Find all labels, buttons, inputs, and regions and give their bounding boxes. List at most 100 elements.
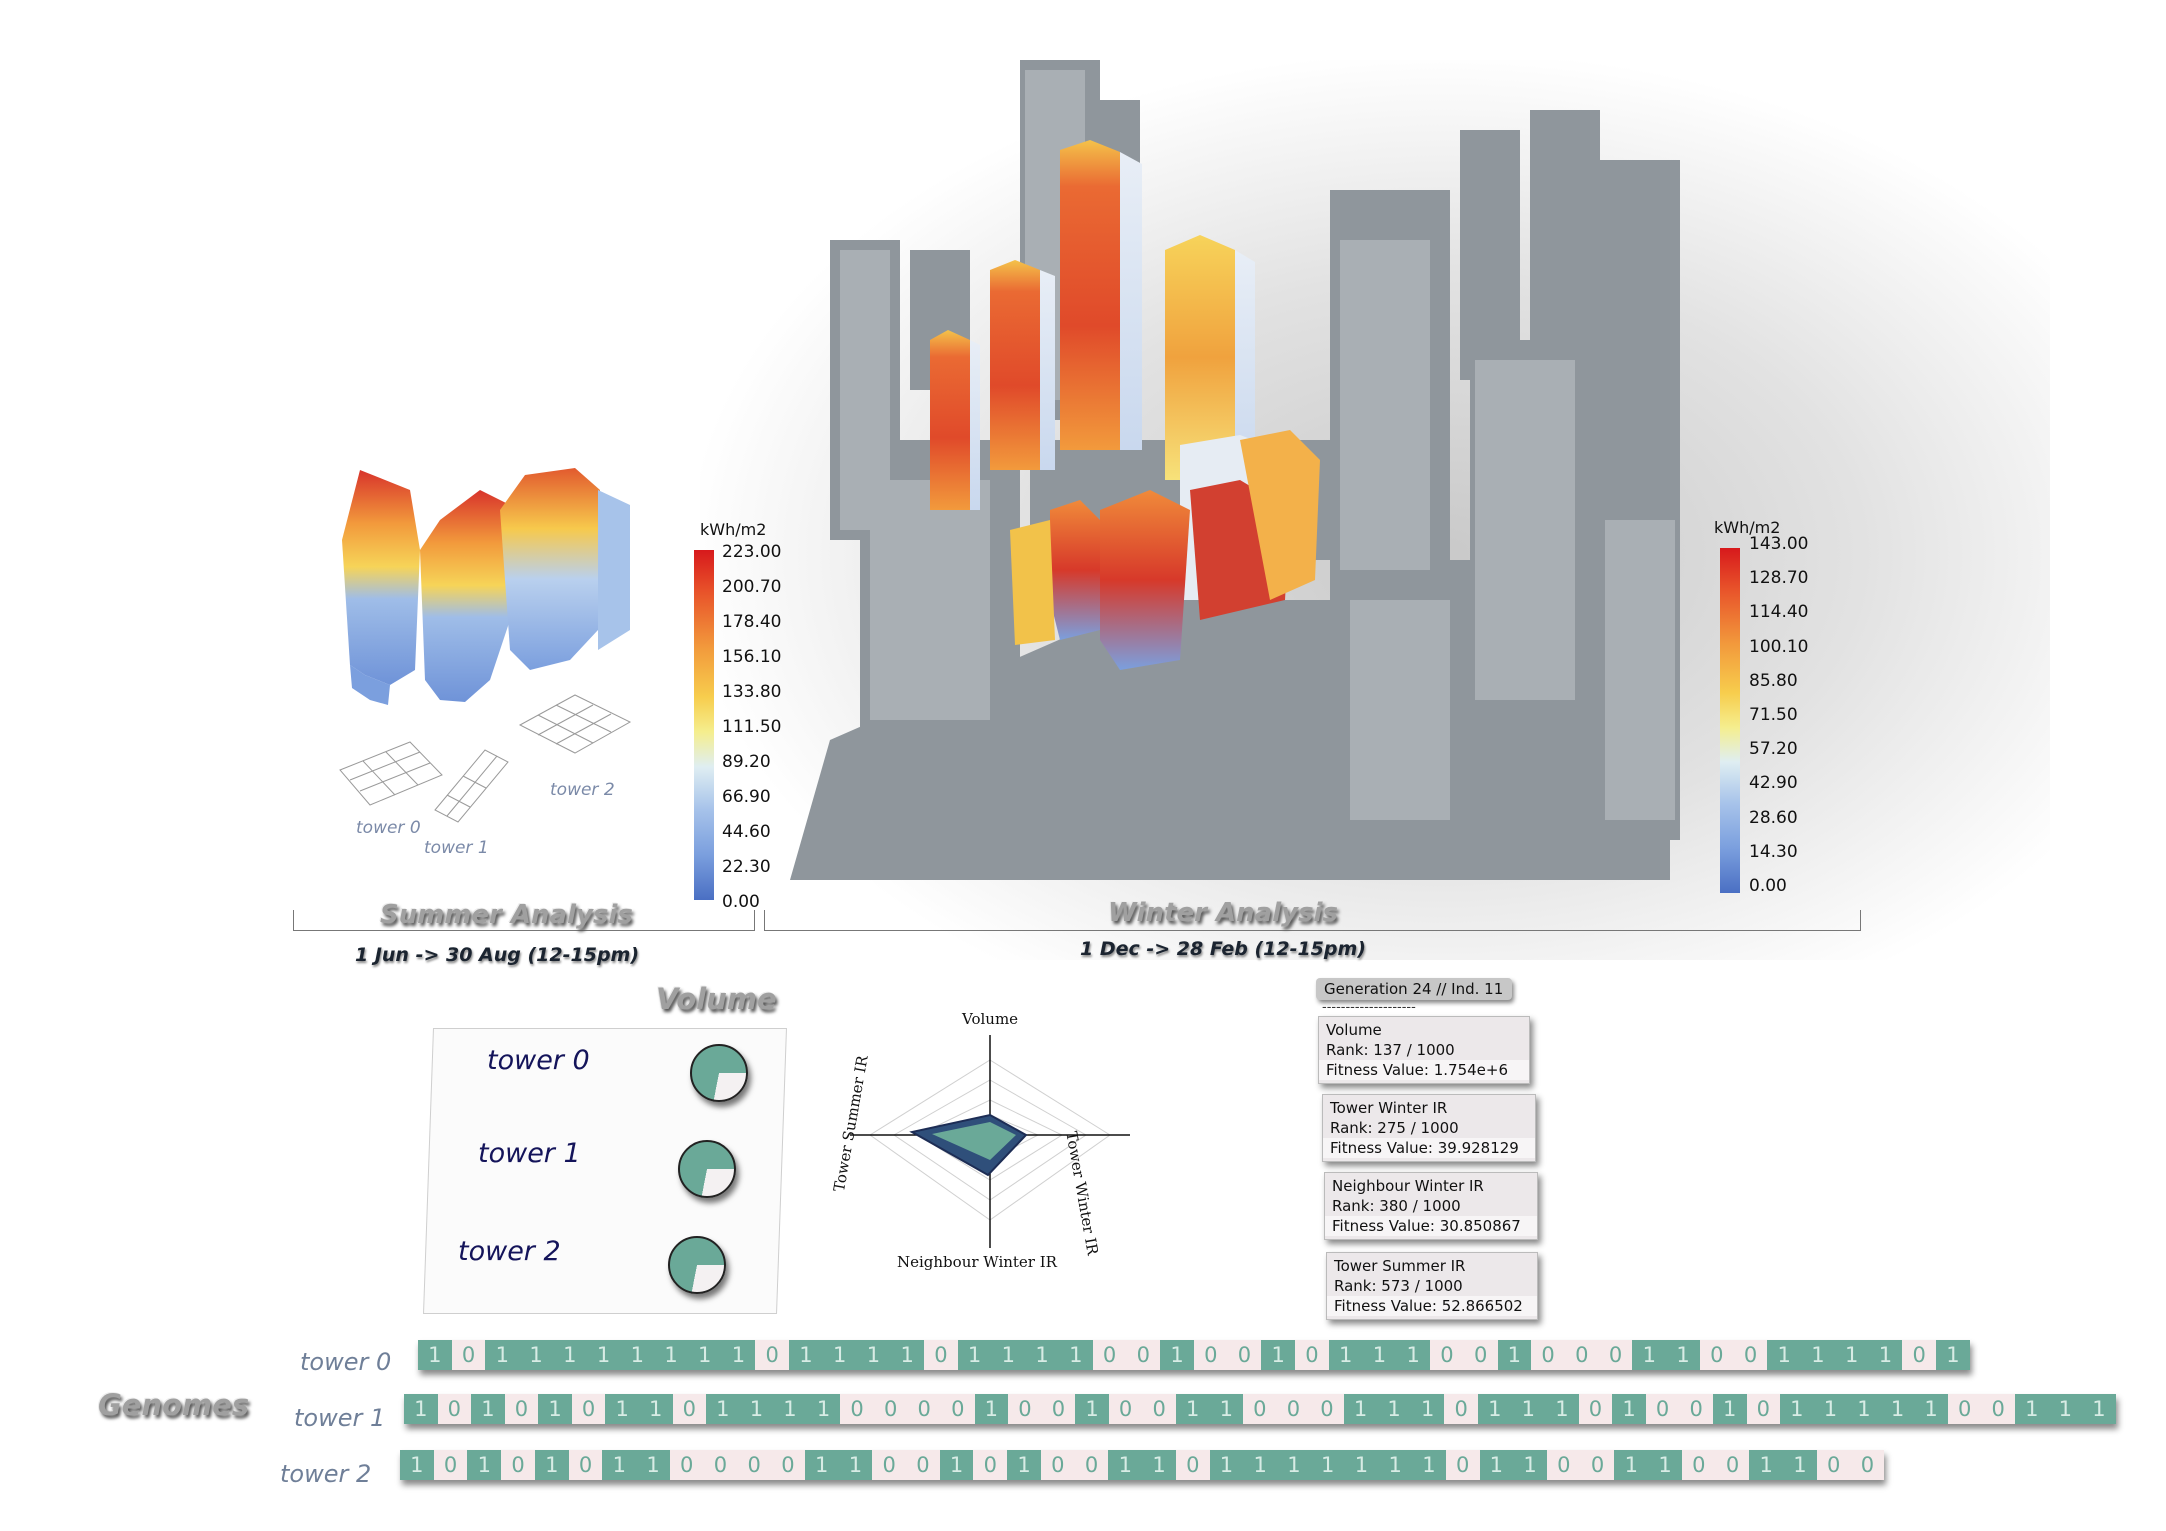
genome-bit: 1 [1378, 1450, 1413, 1480]
genome-bit: 1 [1209, 1450, 1244, 1480]
winter-title: Winter Analysis [1108, 898, 1338, 928]
genome-bit: 0 [941, 1394, 975, 1424]
genome-bit: 1 [804, 1450, 839, 1480]
fitness-value: Fitness Value: 52.866502 [1327, 1296, 1537, 1316]
genome-bit: 1 [1749, 1450, 1784, 1480]
genome-bit: 0 [1546, 1450, 1581, 1480]
genome-bit: 1 [1712, 1394, 1747, 1424]
fitness-name: Tower Summer IR [1334, 1257, 1466, 1275]
radar-axis-neighbour-winter-ir: Neighbour Winter IR [897, 1253, 1057, 1271]
volume-label-tower-2: tower 2 [458, 1236, 561, 1267]
fitness-value: Fitness Value: 1.754e+6 [1319, 1060, 1529, 1080]
genome-bit: 1 [620, 1340, 655, 1370]
genome-bit: 0 [1295, 1340, 1329, 1370]
genome-bit: 0 [1681, 1450, 1716, 1480]
genome-bit: 1 [586, 1340, 621, 1370]
genome-bit: 1 [1261, 1340, 1296, 1370]
winter-tick: 57.20 [1749, 739, 1798, 760]
genome-bit: 0 [1126, 1340, 1161, 1370]
summer-tick: 111.50 [722, 717, 782, 737]
volume-pie-tower-0 [690, 1044, 748, 1102]
summer-tick: 89.20 [722, 752, 771, 772]
genome-bit: 1 [1175, 1394, 1210, 1424]
summer-bracket [293, 910, 755, 931]
genome-bit: 0 [1310, 1394, 1344, 1424]
genome-label-tower-1: tower 1 [294, 1404, 386, 1432]
genome-bit: 0 [755, 1340, 790, 1370]
summer-tick: 0.00 [722, 892, 760, 912]
genome-bit: 0 [1902, 1340, 1937, 1370]
genome-bit: 0 [703, 1450, 738, 1480]
genome-bit: 0 [1243, 1394, 1277, 1424]
genome-bit: 1 [418, 1340, 452, 1370]
winter-tick: 143.00 [1749, 534, 1809, 554]
genome-bit: 0 [872, 1450, 907, 1480]
grid-label-tower-1: tower 1 [424, 838, 489, 858]
genome-bit: 0 [907, 1394, 941, 1424]
genome-bit: 1 [739, 1394, 774, 1424]
fitness-name: Tower Winter IR [1330, 1099, 1448, 1117]
winter-tick: 14.30 [1749, 841, 1798, 862]
genome-bit: 1 [1075, 1394, 1109, 1424]
genome-bit: 1 [1243, 1450, 1278, 1480]
fitness-name: Volume [1326, 1021, 1382, 1039]
genome-bit: 0 [669, 1450, 704, 1480]
genome-bit: 1 [1545, 1394, 1579, 1424]
generation-tag: Generation 24 // Ind. 11 [1316, 978, 1512, 1000]
genome-bit: 1 [1783, 1450, 1817, 1480]
genome-bit: 0 [1445, 1450, 1480, 1480]
genome-label-tower-2: tower 2 [280, 1460, 372, 1488]
genome-bit: 1 [1209, 1394, 1244, 1424]
genome-bit: 1 [991, 1340, 1026, 1370]
genome-bit: 1 [773, 1394, 807, 1424]
fitness-value: Fitness Value: 30.850867 [1325, 1216, 1537, 1236]
genome-bit: 1 [1479, 1450, 1514, 1480]
fitness-value: Fitness Value: 39.928129 [1323, 1138, 1535, 1158]
genome-bit: 0 [1679, 1394, 1713, 1424]
genome-bit: 1 [538, 1394, 572, 1424]
genome-bit: 1 [605, 1394, 639, 1424]
genome-bit: 1 [1813, 1394, 1848, 1424]
summer-date-range: 1 Jun -> 30 Aug (12-15pm) [355, 944, 640, 966]
genome-bit: 0 [1463, 1340, 1498, 1370]
genome-bit: 0 [568, 1450, 603, 1480]
genome-bit: 1 [1847, 1394, 1881, 1424]
genome-bit: 1 [654, 1340, 688, 1370]
genome-bit: 0 [451, 1340, 486, 1370]
genome-bit: 1 [1108, 1450, 1143, 1480]
genome-bit: 0 [1430, 1340, 1464, 1370]
genome-bit: 1 [1377, 1394, 1411, 1424]
genome-bit: 1 [636, 1450, 670, 1480]
genome-bit: 0 [1108, 1394, 1143, 1424]
genome-bit: 1 [838, 1450, 873, 1480]
genome-bit: 1 [404, 1394, 438, 1424]
genome-bit: 0 [1074, 1450, 1109, 1480]
genome-bit: 0 [1531, 1340, 1565, 1370]
genome-bit: 1 [1666, 1340, 1700, 1370]
genome-bit: 1 [1142, 1450, 1176, 1480]
winter-tick: 28.60 [1749, 807, 1798, 828]
genome-bit: 0 [1276, 1394, 1311, 1424]
genome-bit: 0 [1040, 1450, 1075, 1480]
genome-bit: 0 [571, 1394, 606, 1424]
summer-tick: 22.30 [722, 857, 771, 877]
genome-bit: 1 [1614, 1450, 1649, 1480]
genome-bit: 1 [1277, 1450, 1311, 1480]
genome-bit: 0 [1193, 1340, 1228, 1370]
genome-bit: 0 [504, 1394, 539, 1424]
genome-bit: 1 [519, 1340, 553, 1370]
fitness-rank: Rank: 573 / 1000 [1334, 1277, 1463, 1295]
genome-bit: 0 [1564, 1340, 1599, 1370]
genome-bit: 1 [467, 1450, 502, 1480]
genome-bit: 1 [1880, 1394, 1915, 1424]
radar-axis-volume: Volume [962, 1010, 1019, 1028]
genome-bit: 0 [1733, 1340, 1768, 1370]
genome-bit: 1 [706, 1394, 740, 1424]
genome-bit: 1 [856, 1340, 891, 1370]
fitness-card-volume: Volume Rank: 137 / 1000 Fitness Value: 1… [1318, 1016, 1530, 1084]
genome-bit: 0 [437, 1394, 472, 1424]
genome-bit: 1 [1025, 1340, 1059, 1370]
fitness-card-tower-winter-ir: Tower Winter IR Rank: 275 / 1000 Fitness… [1322, 1094, 1536, 1162]
genome-bit: 0 [1008, 1394, 1042, 1424]
